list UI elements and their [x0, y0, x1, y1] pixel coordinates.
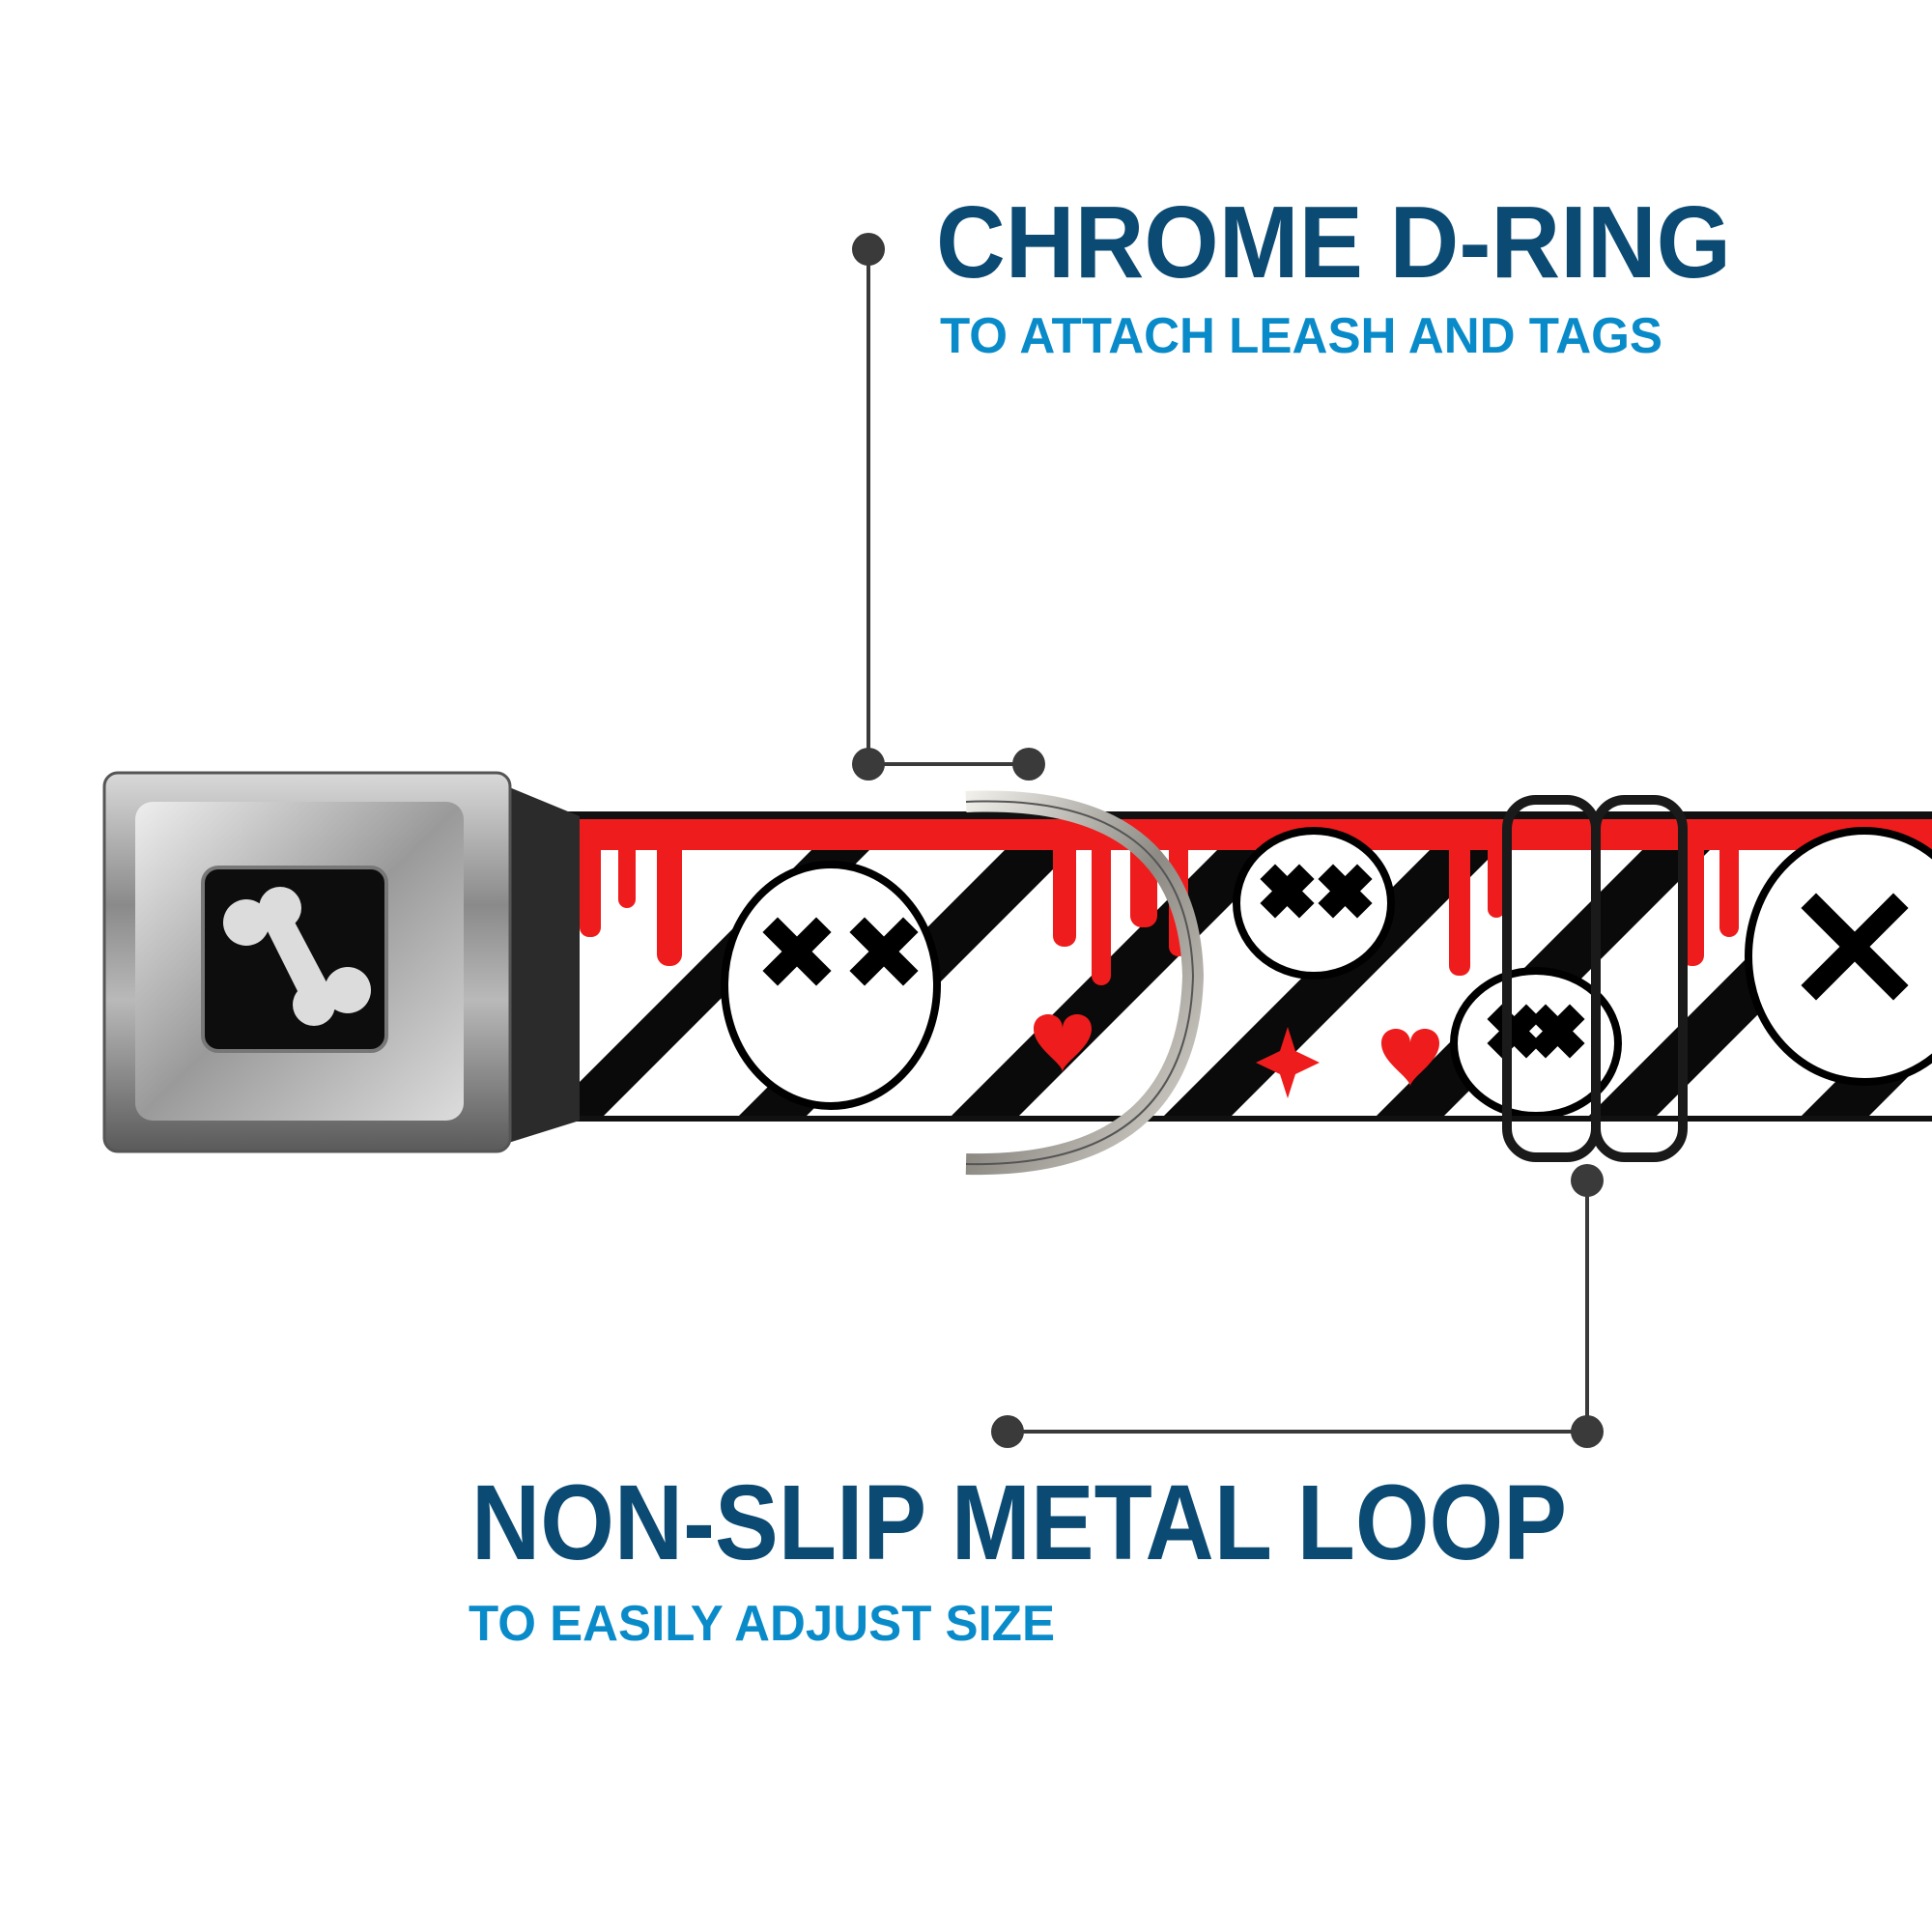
seatbelt-buckle	[102, 771, 580, 1153]
loop-subtitle: TO EASILY ADJUST SIZE	[469, 1596, 1055, 1652]
d-ring-subtitle: TO ATTACH LEASH AND TAGS	[940, 308, 1662, 364]
bone-icon	[223, 887, 371, 1026]
adjuster-loop	[1502, 795, 1688, 1162]
leader-dot	[852, 233, 885, 266]
leader-dot	[1571, 1164, 1604, 1197]
leader-dot	[1571, 1415, 1604, 1448]
collar-strap	[531, 816, 1932, 1121]
loop-leader-line	[1008, 1180, 1589, 1434]
leader-dot	[991, 1415, 1024, 1448]
leader-dot	[852, 748, 885, 781]
d-ring-title: CHROME D-RING	[936, 185, 1731, 299]
loop-title: NON-SLIP METAL LOOP	[471, 1463, 1567, 1582]
leader-dot	[1012, 748, 1045, 781]
